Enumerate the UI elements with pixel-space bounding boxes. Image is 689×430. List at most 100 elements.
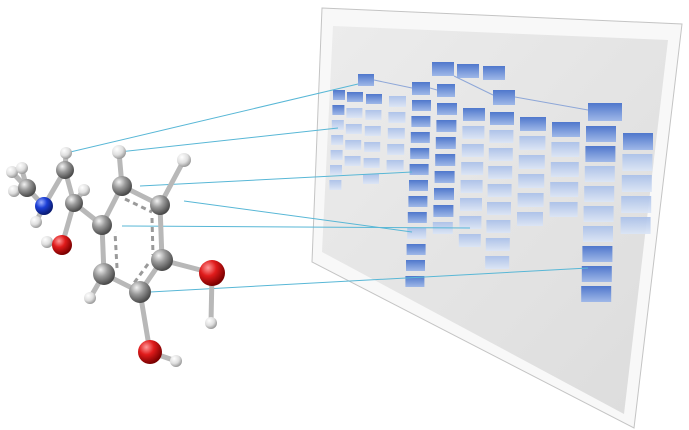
- aromatic-ring: [113, 197, 155, 284]
- tree-node: [487, 202, 511, 215]
- tree-node: [406, 260, 425, 271]
- hydrogen-atom: [170, 355, 182, 367]
- hydrogen-atom: [84, 292, 96, 304]
- tree-node: [410, 148, 430, 159]
- projection-connectors: [65, 83, 589, 293]
- hydrogen-atom: [177, 153, 191, 167]
- tree-node: [549, 202, 578, 217]
- tree-node: [623, 133, 653, 150]
- connector-line: [139, 171, 413, 187]
- carbon-atom: [65, 194, 83, 212]
- tree-branch: [429, 87, 438, 91]
- tree-node: [621, 175, 652, 192]
- tree-node: [436, 120, 457, 132]
- tree-node: [435, 137, 456, 149]
- tree-node: [388, 112, 406, 123]
- tree-node: [434, 188, 454, 200]
- tree-node-top: [457, 64, 479, 78]
- tree-node: [346, 108, 363, 118]
- carbon-atom: [18, 179, 36, 197]
- tree-branch: [453, 75, 494, 96]
- tree-branch: [373, 79, 413, 89]
- tree-node: [584, 186, 615, 202]
- tree-node: [387, 128, 405, 139]
- tree-node: [364, 126, 381, 136]
- carbon-atom: [92, 215, 112, 235]
- hydrogen-atom: [16, 162, 28, 174]
- tree-node: [410, 132, 430, 143]
- tree-node: [330, 165, 342, 175]
- tree-node: [364, 142, 381, 152]
- connector-line: [183, 200, 413, 233]
- hydrogen-atom: [8, 185, 20, 197]
- tree-node: [490, 112, 514, 125]
- hydrogen-atom: [30, 216, 42, 228]
- tree-node-header: [437, 84, 455, 97]
- tree-node: [387, 144, 405, 155]
- tree-node: [518, 174, 545, 188]
- tree-node: [488, 148, 513, 161]
- tree-node: [434, 171, 455, 183]
- tree-node: [330, 150, 343, 160]
- tree-node: [487, 184, 512, 197]
- tree-node: [460, 198, 482, 211]
- tree-node-header: [588, 103, 622, 121]
- tree-node: [622, 154, 653, 171]
- tree-node: [347, 92, 363, 102]
- carbon-atom: [93, 263, 115, 285]
- tree-node: [333, 90, 345, 100]
- tree-node: [406, 244, 426, 255]
- tree-node: [463, 108, 485, 121]
- tree-node: [461, 162, 484, 175]
- tree-node: [331, 135, 344, 145]
- tree-node: [517, 193, 544, 207]
- tree-node: [519, 136, 546, 150]
- tree-node: [461, 144, 484, 157]
- tree-node-top: [432, 62, 454, 76]
- tree-node: [405, 276, 425, 287]
- tree-node: [331, 120, 344, 130]
- nitrogen-atom: [35, 197, 53, 215]
- carbon-atom: [150, 195, 170, 215]
- oxygen-atom: [138, 340, 162, 364]
- tree-node: [517, 212, 543, 226]
- tree-node-top: [483, 66, 505, 80]
- tree-node-header: [358, 74, 374, 86]
- tree-node: [586, 126, 616, 142]
- tree-node: [411, 116, 431, 127]
- tree-node: [408, 196, 428, 207]
- carbon-atom: [129, 281, 151, 303]
- carbon-atom: [112, 176, 132, 196]
- tree-node: [583, 206, 614, 222]
- tree-node: [329, 180, 342, 190]
- tree-node: [581, 266, 612, 282]
- tree-node: [551, 142, 580, 157]
- connector-line: [121, 225, 471, 229]
- tree-node: [486, 220, 511, 233]
- tree-node: [460, 180, 483, 193]
- tree-node: [386, 160, 404, 171]
- tree-node-header: [493, 90, 515, 105]
- tree-node: [489, 130, 514, 143]
- tree-node: [409, 180, 428, 191]
- hydrogen-atom: [60, 147, 72, 159]
- tree-node: [345, 140, 362, 150]
- tree-node: [584, 166, 615, 182]
- tree-node: [581, 286, 612, 302]
- hydrogen-atom: [78, 184, 90, 196]
- tree-node: [485, 238, 510, 251]
- tree-node: [585, 146, 616, 162]
- tree-node: [345, 124, 362, 134]
- hierarchy-tree: [329, 62, 653, 302]
- tree-node: [620, 217, 651, 234]
- tree-node: [344, 156, 361, 166]
- tree-node: [458, 234, 481, 247]
- tree-node: [332, 105, 345, 115]
- tree-node: [550, 162, 579, 177]
- tree-node: [583, 226, 613, 242]
- tree-node: [363, 158, 380, 168]
- carbon-atom: [56, 161, 74, 179]
- hydrogen-atom: [6, 166, 18, 178]
- hydrogen-atom: [41, 236, 53, 248]
